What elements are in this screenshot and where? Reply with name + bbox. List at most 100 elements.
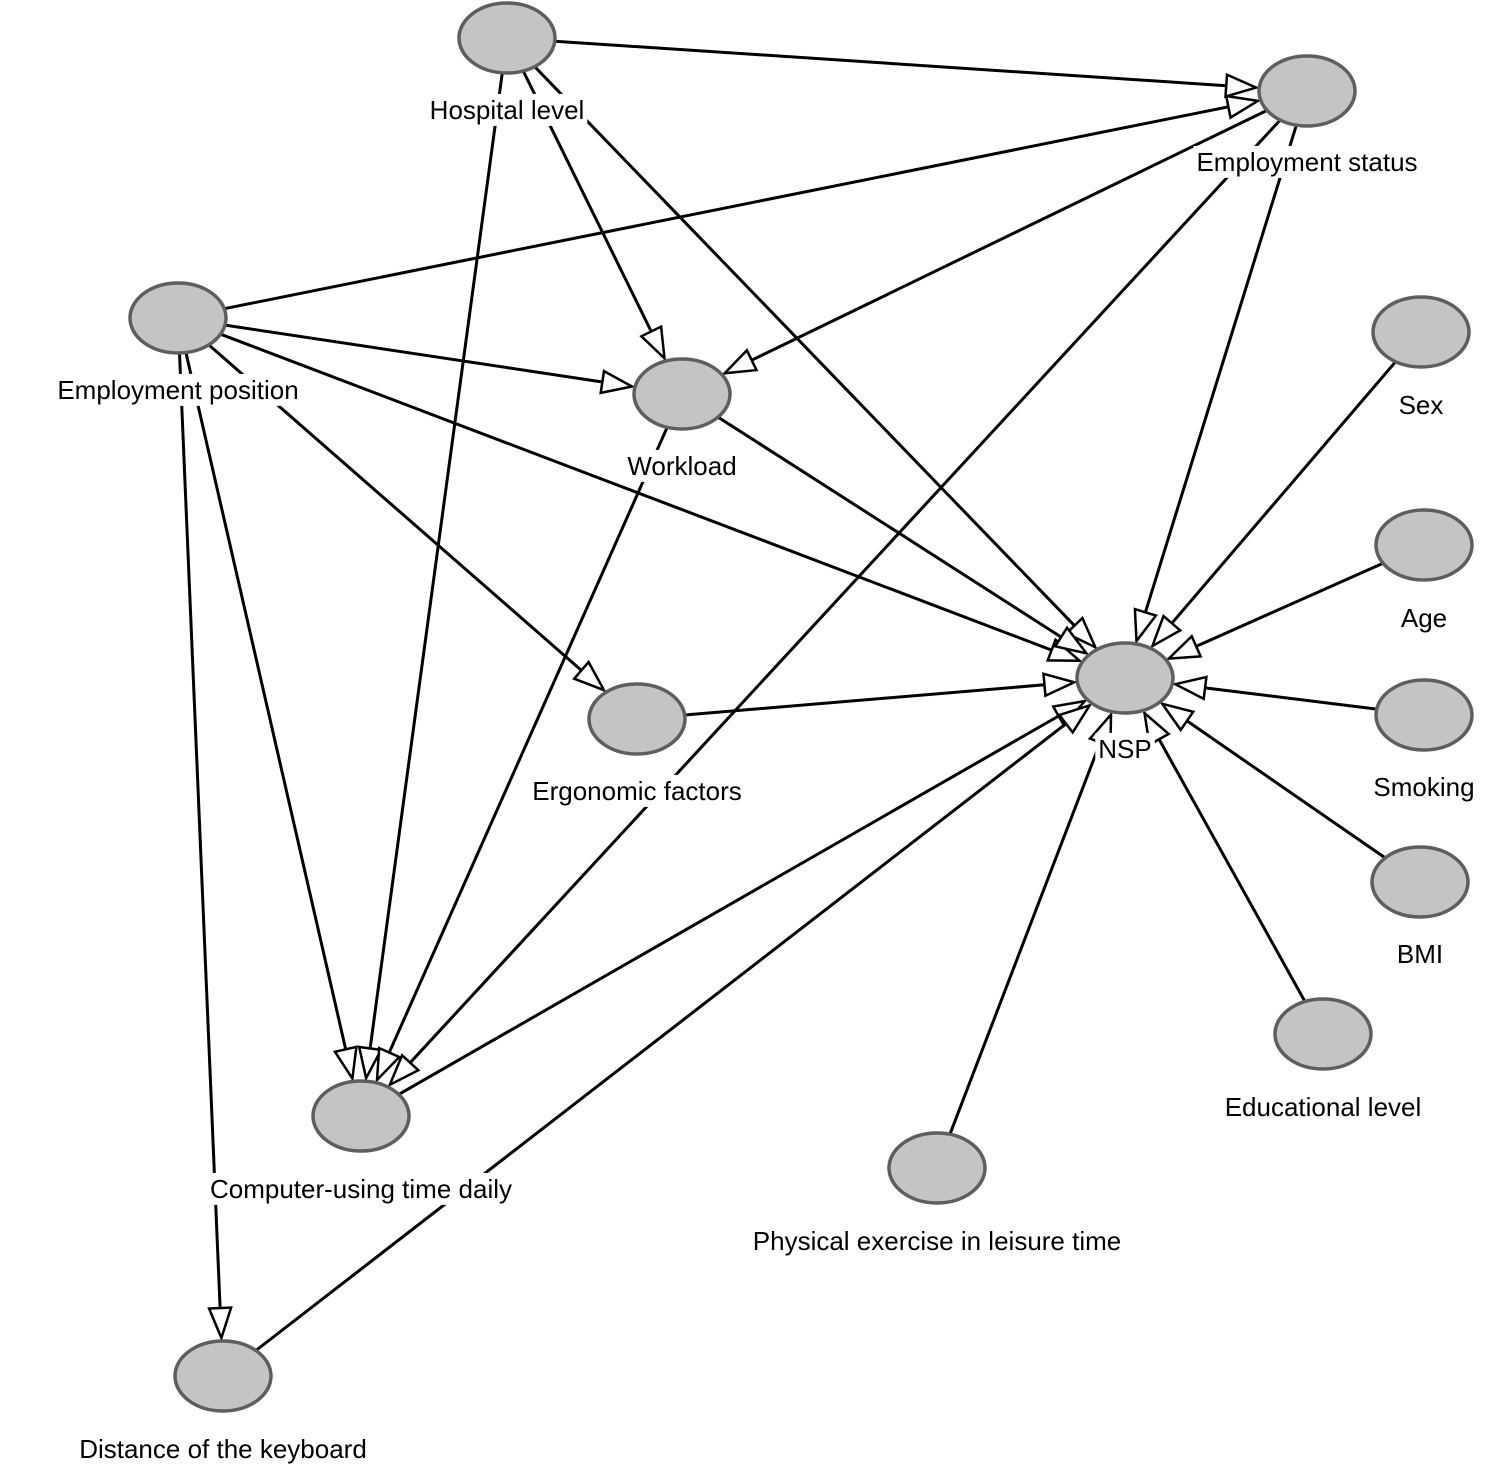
node-label-text: Employment position bbox=[57, 375, 298, 405]
arrowhead-icon bbox=[207, 1306, 233, 1342]
edge-employment_position-to-computer_time bbox=[184, 352, 358, 1083]
edge-employment_status-to-workload bbox=[721, 109, 1268, 375]
edge-line bbox=[368, 72, 504, 1049]
label-background bbox=[426, 93, 588, 126]
label-background bbox=[207, 1172, 515, 1205]
edge-workload-to-nsp bbox=[717, 415, 1090, 656]
edge-employment_status-to-nsp bbox=[1133, 124, 1298, 645]
arrowhead-icon bbox=[1133, 607, 1158, 645]
edge-smoking-to-nsp bbox=[1171, 675, 1377, 711]
edge-line bbox=[1170, 360, 1397, 625]
node-label-employment_position: Employment position bbox=[54, 373, 302, 406]
node-label-workload: Workload bbox=[624, 449, 740, 482]
edge-employment_position-to-employment_status bbox=[224, 94, 1262, 311]
edge-line bbox=[224, 105, 1229, 311]
node-computer_time bbox=[311, 1079, 411, 1153]
node-label-text: Distance of the keyboard bbox=[79, 1434, 367, 1464]
label-background bbox=[76, 1432, 370, 1465]
edge-physical_exercise-to-nsp bbox=[948, 711, 1113, 1135]
node-label-age: Age bbox=[1397, 601, 1451, 634]
arrowhead-icon bbox=[1224, 72, 1260, 99]
label-background bbox=[1370, 770, 1478, 803]
node-label-text: Workload bbox=[627, 451, 736, 481]
node-label-employment_status: Employment status bbox=[1193, 145, 1421, 178]
edge-employment_position-to-keyboard_distance bbox=[178, 352, 233, 1342]
arrowhead-icon bbox=[599, 369, 636, 395]
edge-employment_status-to-computer_time bbox=[387, 118, 1282, 1088]
node-bmi bbox=[1370, 845, 1470, 919]
edge-line bbox=[717, 415, 1063, 639]
edge-hospital_level-to-employment_status bbox=[554, 39, 1260, 99]
arrowhead-icon bbox=[375, 1046, 402, 1084]
label-background bbox=[529, 774, 745, 807]
arrowhead-icon bbox=[1171, 675, 1208, 701]
edge-line bbox=[1204, 686, 1377, 711]
node-label-text: Ergonomic factors bbox=[532, 776, 742, 806]
node-label-text: Employment status bbox=[1196, 147, 1417, 177]
node-workload bbox=[632, 357, 732, 431]
arrowhead-icon bbox=[1053, 625, 1090, 656]
node-label-bmi: BMI bbox=[1393, 937, 1447, 970]
node-label-keyboard_distance: Distance of the keyboard bbox=[76, 1432, 370, 1465]
edge-line bbox=[254, 722, 1067, 1352]
label-background bbox=[1393, 937, 1447, 970]
arrowhead-icon bbox=[1165, 634, 1203, 661]
edge-bmi-to-nsp bbox=[1159, 701, 1387, 860]
node-label-nsp: NSP bbox=[1095, 732, 1155, 765]
label-background bbox=[749, 1224, 1125, 1257]
node-label-hospital_level: Hospital level bbox=[426, 93, 588, 126]
arrowhead-icon bbox=[721, 348, 759, 375]
node-age bbox=[1374, 508, 1474, 582]
edge-computer_time-to-nsp bbox=[397, 699, 1088, 1096]
arrowhead-icon bbox=[1064, 615, 1098, 650]
node-label-text: Physical exercise in leisure time bbox=[753, 1226, 1121, 1256]
node-label-sex: Sex bbox=[1395, 388, 1447, 421]
edge-line bbox=[387, 426, 669, 1054]
node-nsp bbox=[1075, 641, 1175, 715]
edge-line bbox=[751, 109, 1268, 362]
node-sex bbox=[1371, 295, 1471, 369]
node-label-text: Smoking bbox=[1373, 772, 1474, 802]
label-background bbox=[624, 449, 740, 482]
arrowhead-icon bbox=[1150, 613, 1183, 649]
edge-sex-to-nsp bbox=[1150, 360, 1397, 649]
edge-line bbox=[1186, 719, 1387, 860]
edge-line bbox=[533, 65, 1076, 627]
edges-layer bbox=[178, 39, 1397, 1352]
arrowhead-icon bbox=[572, 659, 607, 693]
node-label-ergonomic_factors: Ergonomic factors bbox=[529, 774, 745, 807]
edge-line bbox=[1157, 738, 1307, 1003]
node-label-text: NSP bbox=[1098, 734, 1151, 764]
arrowhead-icon bbox=[332, 1045, 358, 1083]
label-background bbox=[1221, 1090, 1425, 1123]
node-label-text: Sex bbox=[1399, 390, 1444, 420]
label-background bbox=[1193, 145, 1421, 178]
edge-line bbox=[948, 741, 1102, 1135]
label-background bbox=[1395, 388, 1447, 421]
node-ergonomic_factors bbox=[587, 682, 687, 756]
node-label-computer_time: Computer-using time daily bbox=[207, 1172, 515, 1205]
node-label-smoking: Smoking bbox=[1370, 770, 1478, 803]
edge-educational_level-to-nsp bbox=[1142, 709, 1307, 1003]
node-keyboard_distance bbox=[173, 1339, 273, 1413]
node-employment_position bbox=[128, 281, 228, 355]
edge-line bbox=[224, 323, 603, 384]
edge-line bbox=[409, 118, 1282, 1064]
edge-line bbox=[1195, 561, 1384, 648]
node-employment_status bbox=[1257, 54, 1357, 128]
node-hospital_level bbox=[457, 1, 557, 75]
edge-line bbox=[178, 352, 222, 1309]
label-background bbox=[1397, 601, 1451, 634]
node-smoking bbox=[1374, 678, 1474, 752]
arrowhead-icon bbox=[1057, 703, 1093, 735]
edge-hospital_level-to-nsp bbox=[533, 65, 1098, 650]
node-label-educational_level: Educational level bbox=[1221, 1090, 1425, 1123]
label-background bbox=[54, 373, 302, 406]
arrowhead-icon bbox=[639, 324, 667, 362]
edge-workload-to-computer_time bbox=[375, 426, 669, 1084]
node-label-text: BMI bbox=[1397, 939, 1443, 969]
edge-ergonomic_factors-to-nsp bbox=[684, 672, 1078, 717]
edge-line bbox=[184, 352, 348, 1050]
